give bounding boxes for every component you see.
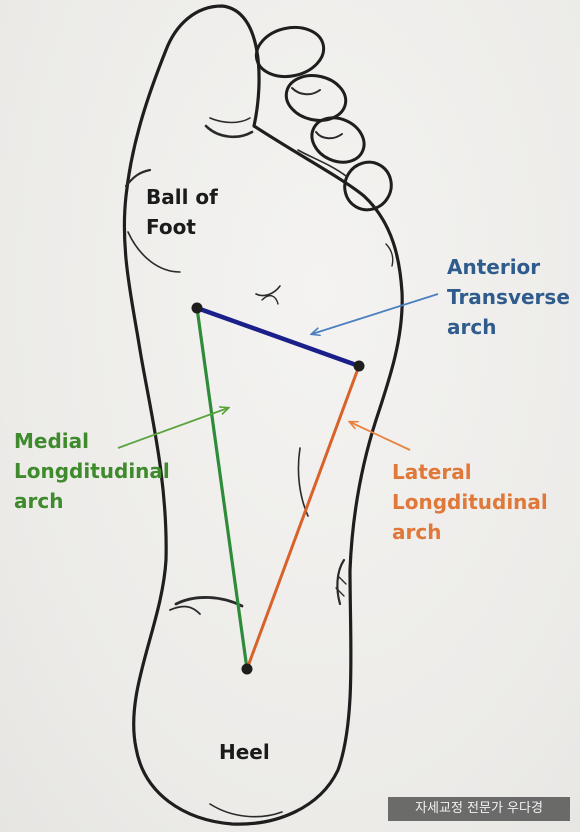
anterior-arch-pointer-arrow bbox=[312, 293, 439, 334]
lateral-arch-pointer-arrow bbox=[350, 422, 411, 451]
lateral-label-line-1: Lateral bbox=[392, 460, 472, 484]
ball-of-foot-label: Ball of Foot bbox=[146, 182, 218, 242]
medial-longitudinal-arch-line bbox=[195, 306, 249, 671]
medial-label-line-2: Longditudinal bbox=[14, 459, 170, 483]
lateral-label-line-3: arch bbox=[392, 520, 442, 544]
medial-arch-pointer-arrow bbox=[117, 408, 228, 449]
medial-label-line-3: arch bbox=[14, 489, 64, 513]
anterior-label-line-2: Transverse bbox=[447, 285, 570, 309]
anterior-transverse-arch-label: Anterior Transverse arch bbox=[447, 252, 570, 342]
ball-of-foot-label-line-1: Ball of bbox=[146, 185, 218, 209]
anterior-transverse-arch-line bbox=[194, 305, 362, 369]
anterior-label-line-1: Anterior bbox=[447, 255, 541, 279]
ball-of-foot-label-line-2: Foot bbox=[146, 215, 196, 239]
medial-label-line-1: Medial bbox=[14, 429, 89, 453]
toe-2 bbox=[254, 25, 326, 79]
foot-outline bbox=[122, 4, 404, 826]
watermark-caption: 자세교정 전문가 우다경 bbox=[388, 797, 570, 821]
toe-4 bbox=[310, 116, 366, 164]
arch-point-heel bbox=[241, 663, 253, 675]
lateral-longitudinal-arch-line bbox=[245, 364, 361, 671]
arch-point-medial-forefoot bbox=[191, 302, 203, 314]
arch-point-lateral-forefoot bbox=[353, 360, 365, 372]
lateral-label-line-2: Longditudinal bbox=[392, 490, 548, 514]
anterior-label-line-3: arch bbox=[447, 315, 497, 339]
heel-label: Heel bbox=[219, 740, 270, 764]
medial-longitudinal-arch-label: Medial Longditudinal arch bbox=[14, 426, 170, 516]
lateral-longitudinal-arch-label: Lateral Longditudinal arch bbox=[392, 457, 548, 547]
toe-3 bbox=[284, 74, 348, 122]
toe-5 bbox=[343, 160, 393, 212]
